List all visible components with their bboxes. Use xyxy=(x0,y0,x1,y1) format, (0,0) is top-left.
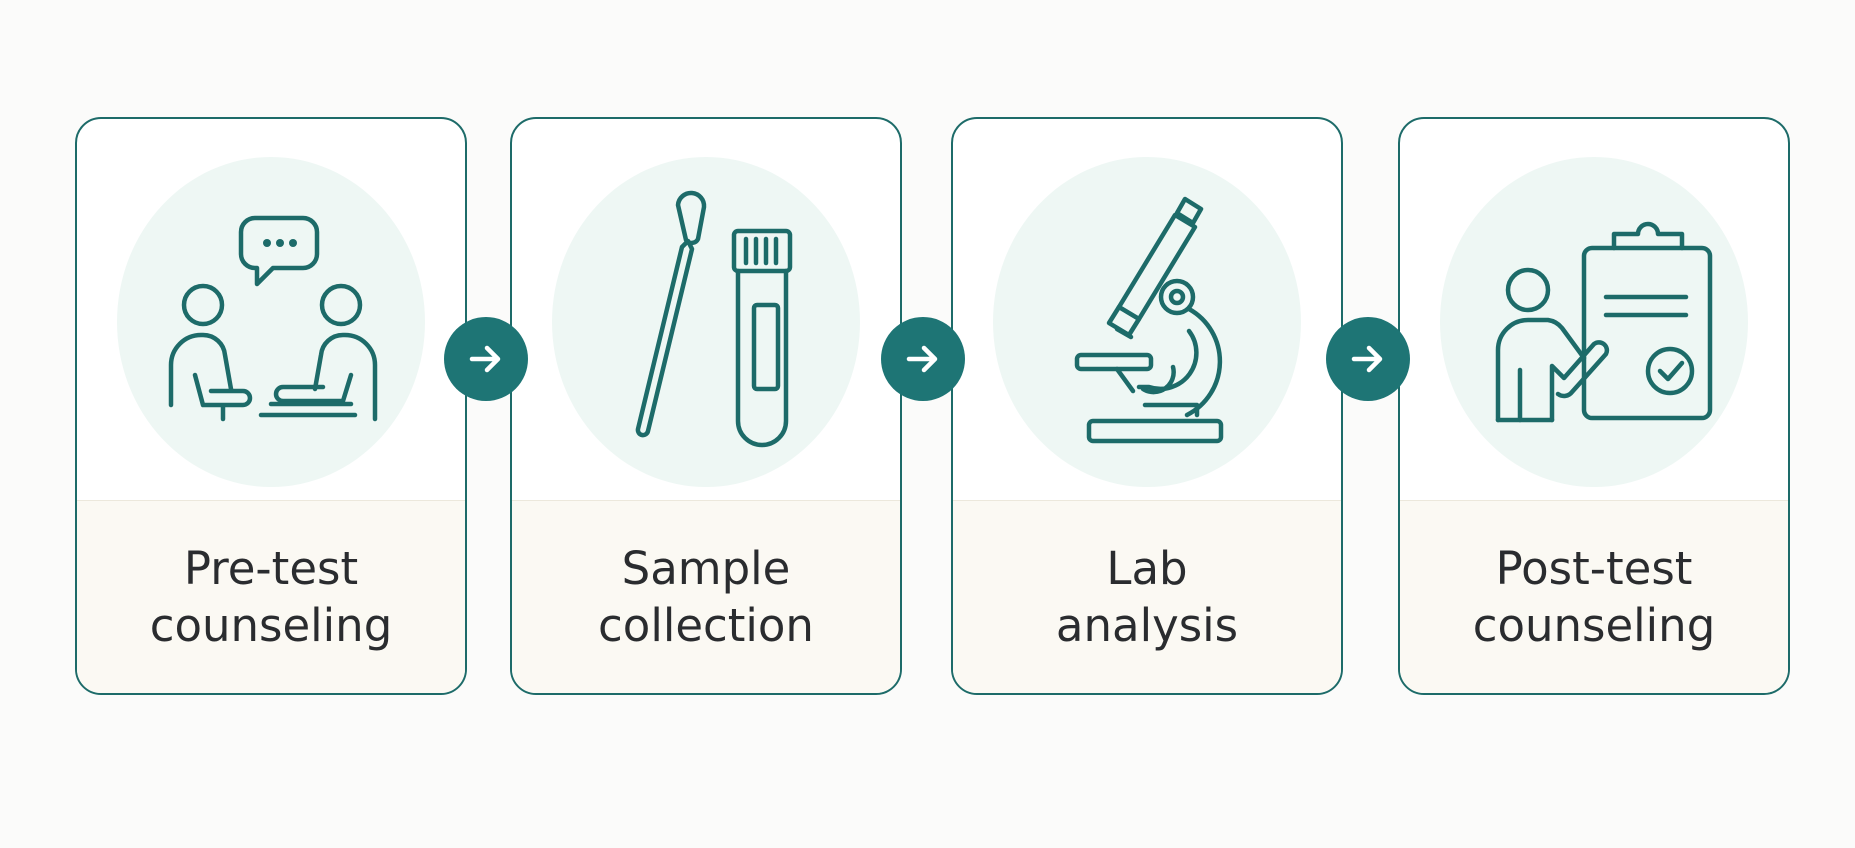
next-step-arrow xyxy=(1326,317,1410,401)
step-label: Sample collection xyxy=(512,500,900,693)
swab-and-tube-icon xyxy=(635,190,793,448)
step-title-line-1: Lab xyxy=(1106,542,1188,595)
step-title-line-1: Sample xyxy=(621,542,791,595)
step-title-line-2: counseling xyxy=(1472,599,1716,652)
step-card-pre-test-counseling: Pre-test counseling xyxy=(75,117,467,695)
step-label: Post-test counseling xyxy=(1400,500,1788,693)
icon-background xyxy=(117,157,425,487)
step-card-sample-collection: Sample collection xyxy=(510,117,902,695)
step-title-line-1: Post-test xyxy=(1495,542,1693,595)
icon-background xyxy=(552,157,860,487)
clipboard-results-icon xyxy=(1495,221,1713,423)
counseling-icon xyxy=(168,215,378,422)
step-label: Pre-test counseling xyxy=(77,500,465,693)
step-card-lab-analysis: Lab analysis xyxy=(951,117,1343,695)
icon-background xyxy=(993,157,1301,487)
arrow-right-icon xyxy=(1351,345,1383,373)
step-card-post-test-counseling: Post-test counseling xyxy=(1398,117,1790,695)
step-title-line-1: Pre-test xyxy=(183,542,359,595)
arrow-right-icon xyxy=(906,345,938,373)
arrow-right-icon xyxy=(469,345,501,373)
step-title-line-2: analysis xyxy=(1055,599,1239,652)
next-step-arrow xyxy=(881,317,965,401)
microscope-icon xyxy=(1074,196,1224,444)
step-title-line-2: counseling xyxy=(149,599,393,652)
next-step-arrow xyxy=(444,317,528,401)
step-label: Lab analysis xyxy=(953,500,1341,693)
step-title-line-2: collection xyxy=(598,599,814,652)
icon-background xyxy=(1440,157,1748,487)
